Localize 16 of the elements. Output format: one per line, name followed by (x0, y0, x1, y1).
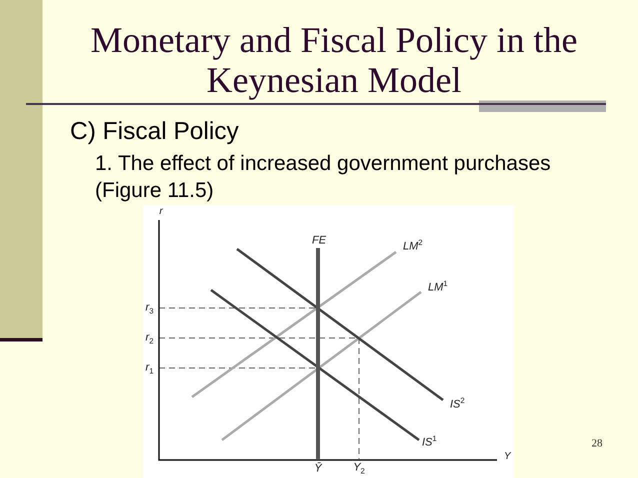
slide-title: Monetary and Fiscal Policy in the Keynesian Model (90, 20, 578, 100)
curve-label: LM$^{2}$ (403, 242, 423, 252)
bullet-text: 1. The effect of increased government purchases (Figure 11.5) (95, 151, 552, 204)
curve-label: FE (312, 236, 326, 246)
tick-label: Y$_{2}$ (353, 462, 365, 474)
tick-label: Ȳ (314, 464, 322, 474)
curve-label: LM$^{1}$ (428, 282, 448, 294)
page-number: 28 (592, 438, 602, 450)
section-heading: C) Fiscal Policy (70, 120, 239, 144)
curve-label: IS$^{2}$ (450, 400, 465, 410)
curve-label: IS$^{1}$ (422, 438, 437, 448)
tick-label: r$_{1}$ (146, 362, 154, 374)
tick-label: r$_{3}$ (146, 302, 154, 314)
axis-label: r (159, 207, 163, 217)
tick-label: r$_{2}$ (146, 332, 154, 344)
axis-label: Y (504, 452, 511, 462)
